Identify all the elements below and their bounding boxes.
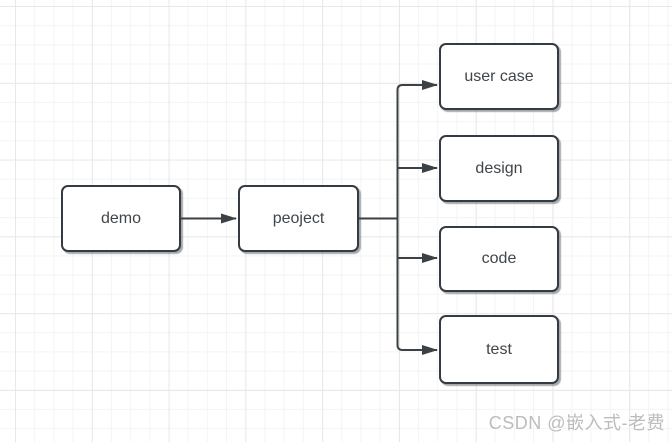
node-code-label: code [481,250,517,267]
node-user-case: user case [439,43,559,110]
node-demo: demo [61,185,181,252]
node-design: design [439,135,559,202]
node-test: test [439,315,559,384]
node-demo-label: demo [100,209,142,227]
node-peoject: peoject [238,185,359,252]
node-user-case-label: user case [464,67,534,85]
csdn-watermark: CSDN @嵌入式-老费 [488,413,665,433]
node-design-label: design [475,159,523,177]
edge-peoject-test [396,218,438,355]
node-code: code [439,226,559,292]
edge-peoject-user-case [396,80,438,219]
node-peoject-label: peoject [272,209,325,227]
node-test-label: test [486,340,512,358]
